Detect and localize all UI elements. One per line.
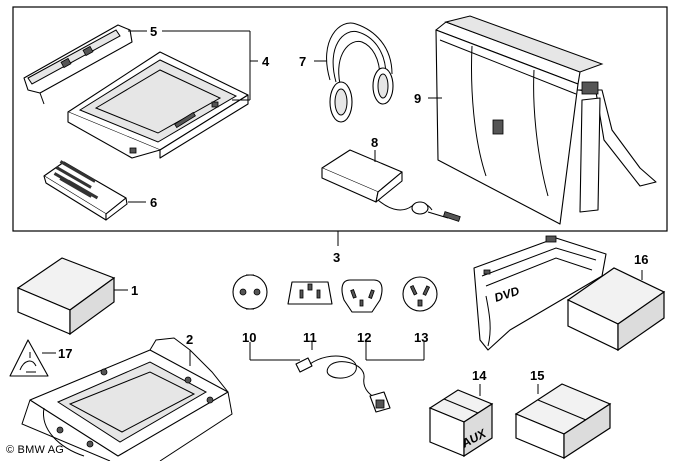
callout-3: 3 [333,250,340,265]
headphones-part [326,22,394,123]
packaging-box-16 [566,267,666,352]
callout-16: 16 [634,252,648,267]
copyright-text: © BMW AG [6,444,64,456]
aux-box-part [428,389,494,458]
plug-uk-part [287,281,333,305]
callout-12: 12 [357,330,371,345]
callout-5: 5 [150,24,157,39]
dvd-player-part [67,51,249,159]
callout-15: 15 [530,368,544,383]
callout-14: 14 [472,368,487,383]
callout-10: 10 [242,330,256,345]
callout-2: 2 [186,332,193,347]
packaging-box-1 [16,257,116,336]
plug-us-part [402,276,438,312]
power-adapter-part [321,149,461,222]
holder-bracket-part [21,337,233,461]
callout-8: 8 [371,135,378,150]
carry-bag-part [435,15,657,225]
callout-17: 17 [58,346,72,361]
packaging-box-15 [514,383,612,460]
remote-control-part [43,160,128,221]
dvd-panel-part [473,235,607,351]
callout-9: 9 [414,91,421,106]
kit-frame [12,6,668,232]
plug-au-part [341,279,383,313]
warning-label-part [9,339,49,377]
callout-1: 1 [131,283,138,298]
callout-13: 13 [414,330,428,345]
callout-6: 6 [150,195,157,210]
callout-7: 7 [299,54,306,69]
callout-11: 11 [303,330,317,345]
monitor-mount-part [23,24,133,105]
callout-4: 4 [262,54,270,69]
power-cord-part [295,355,391,413]
plug-schuko-part [232,274,268,310]
